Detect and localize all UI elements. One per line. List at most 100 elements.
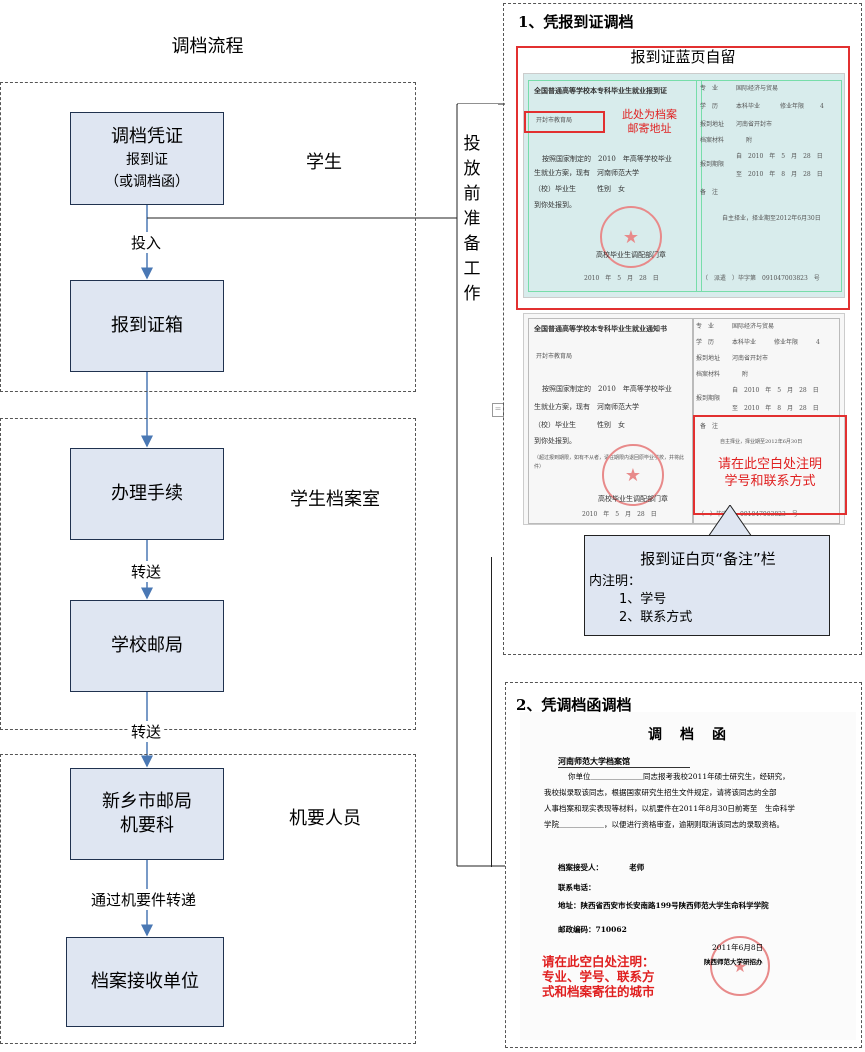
letter-p3: 人事档案和现实表现等材料，以机要件在2011年8月30日前寄至 生命科学 bbox=[544, 804, 795, 813]
blue-f-edu: 学 历 bbox=[700, 103, 719, 110]
white-issuer: 高校毕业生调配部门章 bbox=[598, 495, 668, 503]
white-f-edu: 学 历 bbox=[696, 339, 715, 346]
blue-stamp: ★ bbox=[600, 206, 662, 268]
callout-line1: 内注明： bbox=[589, 574, 642, 589]
section2-panel bbox=[505, 682, 862, 1048]
letter-red-note: 请在此空白处注明： 专业、学号、联系方 式和档案寄往的城市 bbox=[542, 954, 655, 999]
blue-p-to: 至 2010 年 8 月 28 日 bbox=[736, 171, 823, 178]
letter-receiver: 档案接受人： 老师 bbox=[558, 863, 645, 872]
white-p-from: 自 2010 年 5 月 28 日 bbox=[732, 387, 819, 394]
node-xinxiang-line1: 新乡市邮局 bbox=[102, 791, 192, 812]
letter-p2: 我校拟录取该同志，根据国家研究生招生文件规定，请将该同志的全部 bbox=[544, 788, 777, 797]
blue-page-caption: 报到证蓝页自留 bbox=[630, 48, 736, 66]
letter-address: 地址：陕西省西安市长安南路199号陕西师范大学生命科学学院 bbox=[558, 901, 769, 910]
white-v-edu: 本科毕业 bbox=[732, 339, 757, 346]
white-p-to: 至 2010 年 8 月 28 日 bbox=[732, 405, 819, 412]
blue-body1: 按照国家制定的 2010 年高等学校毕业 bbox=[542, 155, 672, 163]
letter-stamp: ★ bbox=[710, 936, 770, 996]
letter-p4: 学院＿＿＿＿＿＿，以便进行资格审查，逾期则取消该同志的录取资格。 bbox=[544, 820, 784, 829]
callout-box: 报到证白页“备注”栏 内注明： 1、学号 2、联系方式 bbox=[584, 535, 830, 636]
blue-f-period: 报到期限 bbox=[700, 161, 725, 168]
white-v-file: 附 bbox=[742, 371, 749, 378]
blue-org: 开封市教育局 bbox=[536, 117, 573, 124]
prep-bracket-inner bbox=[491, 557, 492, 867]
node-procedure-label: 办理手续 bbox=[111, 483, 183, 504]
blue-body3: （校）毕业生 性别 女 bbox=[534, 185, 625, 193]
letter-phone: 联系电话： bbox=[558, 883, 596, 892]
prep-label-bg bbox=[458, 104, 498, 556]
white-body3: （校）毕业生 性别 女 bbox=[534, 421, 625, 429]
role-staff: 机要人员 bbox=[289, 808, 361, 829]
section1-panel bbox=[503, 3, 862, 655]
blue-date: 2010 年 5 月 28 日 bbox=[584, 275, 659, 282]
node-voucher-sub1: 报到证 bbox=[126, 151, 168, 168]
letter-p1: 你单位＿＿＿＿＿＿＿同志报考我校2011年硕士研究生，经研究， bbox=[568, 772, 790, 781]
white-org: 开封市教育局 bbox=[536, 353, 573, 360]
edge-label-transfer1: 转送 bbox=[129, 561, 164, 582]
white-stamp: ★ bbox=[602, 444, 664, 506]
node-post: 学校邮局 bbox=[70, 600, 224, 692]
blue-mail-note-line1: 此处为档案 bbox=[622, 108, 677, 121]
node-box-label: 报到证箱 bbox=[111, 315, 183, 336]
section1-title: 1、凭报到证调档 bbox=[518, 13, 634, 31]
node-post-label: 学校邮局 bbox=[111, 635, 183, 656]
white-f-addr: 报到地址 bbox=[696, 355, 721, 362]
prep-label: 投放前准备工作 bbox=[463, 134, 481, 304]
panel-staff bbox=[0, 754, 416, 1044]
blue-v-years: 4 bbox=[820, 103, 824, 110]
node-receiver-label: 档案接收单位 bbox=[91, 971, 199, 992]
node-procedure: 办理手续 bbox=[70, 448, 224, 540]
white-v-years: 4 bbox=[816, 339, 820, 346]
node-voucher-main: 调档凭证 bbox=[111, 125, 183, 147]
blue-number: （ 派遣 ）毕字第 091047003823 号 bbox=[702, 275, 820, 282]
white-v-major: 国际经济与贸易 bbox=[732, 323, 775, 330]
blue-mail-note-line2: 邮寄地址 bbox=[627, 122, 672, 135]
blue-f-major: 专 业 bbox=[700, 85, 719, 92]
letter-heading: 调 档 函 bbox=[648, 727, 728, 743]
white-body2: 生就业方案，现有 河南师范大学 bbox=[534, 403, 639, 411]
blue-v-edu: 本科毕业 bbox=[736, 103, 761, 110]
letter-date: 2011年6月8日 bbox=[712, 943, 764, 952]
blue-left-pane bbox=[528, 80, 702, 292]
white-right-pane bbox=[692, 318, 840, 524]
white-red-note: 请在此空白处注明 学号和联系方式 bbox=[693, 456, 847, 490]
blue-mail-note: 此处为档案 邮寄地址 bbox=[622, 108, 677, 136]
white-red-note-line1: 请在此空白处注明 bbox=[717, 457, 822, 472]
blue-v-major: 国际经济与贸易 bbox=[736, 85, 779, 92]
node-voucher-sub2: （或调档函） bbox=[105, 173, 189, 190]
blue-issuer: 高校毕业生调配部门章 bbox=[596, 251, 666, 259]
white-date: 2010 年 5 月 28 日 bbox=[582, 511, 657, 518]
white-heading: 全国普通高等学校本专科毕业生就业通知书 bbox=[534, 324, 667, 333]
white-note-highlight bbox=[693, 415, 847, 515]
blue-f-note: 备 注 bbox=[700, 189, 719, 196]
blue-p-from: 自 2010 年 5 月 28 日 bbox=[736, 153, 823, 160]
prep-bracket bbox=[147, 103, 505, 867]
letter-postcode: 邮政编码：710062 bbox=[558, 925, 627, 934]
white-v-note: 自主择业，择业期至2012年6月30日 bbox=[720, 439, 803, 445]
node-box: 报到证箱 bbox=[70, 280, 224, 372]
callout-line3: 2、联系方式 bbox=[619, 610, 693, 625]
role-student: 学生 bbox=[306, 152, 342, 173]
white-body1: 按照国家制定的 2010 年高等学校毕业 bbox=[542, 385, 672, 393]
blue-page-frame bbox=[516, 46, 850, 310]
blue-f-file: 档案材料 bbox=[700, 137, 725, 144]
role-archive: 学生档案室 bbox=[290, 489, 380, 510]
white-f-major: 专 业 bbox=[696, 323, 715, 330]
edge-label-confidential: 通过机要件转递 bbox=[89, 889, 199, 910]
panel-archive bbox=[0, 418, 416, 730]
blue-heading: 全国普通高等学校本专科毕业生就业报到证 bbox=[534, 86, 667, 95]
white-page: 全国普通高等学校本专科毕业生就业通知书 开封市教育局 按照国家制定的 2010 … bbox=[523, 313, 845, 525]
blue-body4: 到你处报到。 bbox=[534, 201, 576, 209]
white-v-addr: 河南省开封市 bbox=[732, 355, 769, 362]
letter-to: 河南师范大学档案馆 bbox=[558, 756, 690, 768]
edge-label-transfer2: 转送 bbox=[129, 721, 164, 742]
node-xinxiang: 新乡市邮局 机要科 bbox=[70, 768, 224, 860]
node-receiver: 档案接收单位 bbox=[66, 937, 224, 1027]
blue-v-file: 附 bbox=[746, 137, 753, 144]
transfer-letter: 调 档 函 河南师范大学档案馆 你单位＿＿＿＿＿＿＿同志报考我校2011年硕士研… bbox=[520, 712, 856, 1040]
edge-label-put-in: 投入 bbox=[129, 232, 164, 253]
section2-title: 2、凭调档函调档 bbox=[516, 696, 632, 714]
white-red-note-line2: 学号和联系方式 bbox=[724, 474, 816, 489]
letter-red-note-line2: 专业、学号、联系方 bbox=[542, 969, 655, 984]
node-voucher: 调档凭证 报到证 （或调档函） bbox=[70, 112, 224, 205]
